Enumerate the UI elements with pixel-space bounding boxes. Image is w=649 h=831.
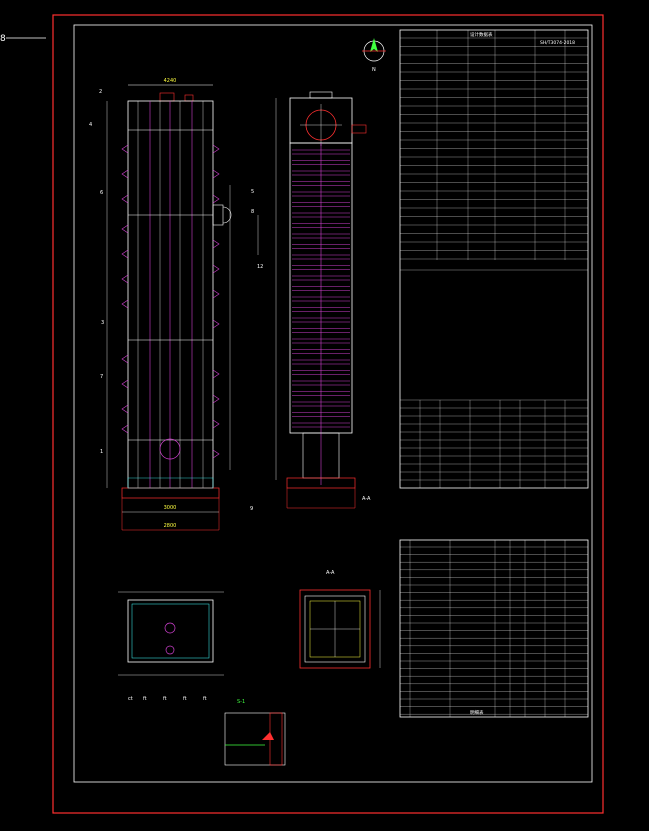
corner-mark: 8 xyxy=(0,34,46,44)
front-bottom-dim-1: 3000 xyxy=(164,505,177,511)
spec-table: 设计数据表 SH/T3074-2018 xyxy=(399,29,589,489)
section-title: A-A xyxy=(326,570,335,576)
callout-12: 12 xyxy=(257,264,263,270)
callout-8: 8 xyxy=(251,209,254,215)
plan-label-3: ft xyxy=(163,696,167,702)
callout-5: 5 xyxy=(251,189,254,195)
callout-4: 4 xyxy=(89,122,92,128)
callout-2: 2 xyxy=(99,89,102,95)
front-bottom-dim-2: 2800 xyxy=(164,523,177,529)
detail-view: S-1 xyxy=(224,699,286,766)
detail-title: S-1 xyxy=(237,699,245,705)
plan-label-5: ft xyxy=(203,696,207,702)
outer-frame xyxy=(52,14,604,814)
callout-6: 6 xyxy=(100,190,103,196)
parts-table: 明细表 xyxy=(399,539,589,718)
spec-header-left: 设计数据表 xyxy=(470,31,493,38)
plan-view: ct ft ft ft ft xyxy=(118,591,224,702)
callout-7: 7 xyxy=(100,374,103,380)
inner-frame xyxy=(73,24,593,783)
parts-title: 明细表 xyxy=(470,709,484,716)
spec-header-right: SH/T3074-2018 xyxy=(540,40,575,46)
callout-1: 1 xyxy=(100,449,103,455)
plan-label-1: ct xyxy=(128,696,133,702)
front-view: 4240 xyxy=(89,78,263,531)
callout-9: 9 xyxy=(250,506,253,512)
side-view: A-A xyxy=(275,91,371,509)
north-arrow: N xyxy=(362,38,386,73)
side-section-label: A-A xyxy=(362,496,371,502)
section-view: A-A xyxy=(299,570,381,669)
front-top-dimension: 4240 xyxy=(164,78,177,84)
corner-mark-text: 8 xyxy=(0,34,6,44)
callout-3: 3 xyxy=(101,320,104,326)
front-column-body xyxy=(127,100,214,489)
plan-label-2: ft xyxy=(143,696,147,702)
north-label: N xyxy=(372,67,376,73)
plan-label-4: ft xyxy=(183,696,187,702)
